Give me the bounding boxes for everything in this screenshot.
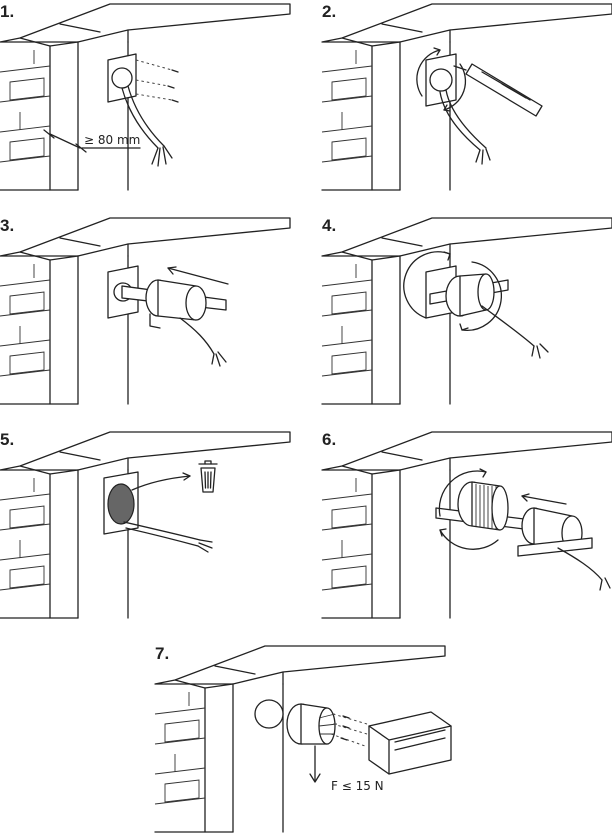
step-5-panel: 5.	[0, 428, 291, 623]
trash-can-icon	[198, 460, 218, 493]
step-number: 2.	[322, 2, 337, 21]
step-2-panel: 2.	[321, 0, 612, 195]
step-7-illustration: F ≤ 15 N	[154, 645, 452, 833]
step-3-panel: 3.	[0, 214, 291, 409]
step-6-panel: 6.	[321, 428, 612, 623]
step-4-panel: 4.	[321, 214, 612, 409]
step-5-illustration	[0, 431, 291, 619]
step-1-illustration: ≥ 80 mm	[0, 3, 291, 191]
screwdriver-icon	[453, 63, 543, 117]
step-1-panel: ≥ 80 mm 1.	[0, 0, 291, 195]
step-number: 4.	[322, 216, 337, 235]
max-force-label: F ≤ 15 N	[331, 779, 384, 793]
min-distance-label: ≥ 80 mm	[84, 133, 140, 147]
step-7-panel: F ≤ 15 N 7.	[154, 642, 452, 837]
step-6-illustration	[321, 431, 612, 619]
step-number: 6.	[322, 430, 337, 449]
step-4-illustration	[321, 217, 612, 405]
step-number: 1.	[0, 2, 15, 21]
step-number: 3.	[0, 216, 15, 235]
step-3-illustration	[0, 217, 291, 405]
step-number: 7.	[155, 644, 170, 663]
camera-icon	[368, 711, 452, 775]
step-number: 5.	[0, 430, 15, 449]
step-2-illustration	[321, 3, 612, 191]
